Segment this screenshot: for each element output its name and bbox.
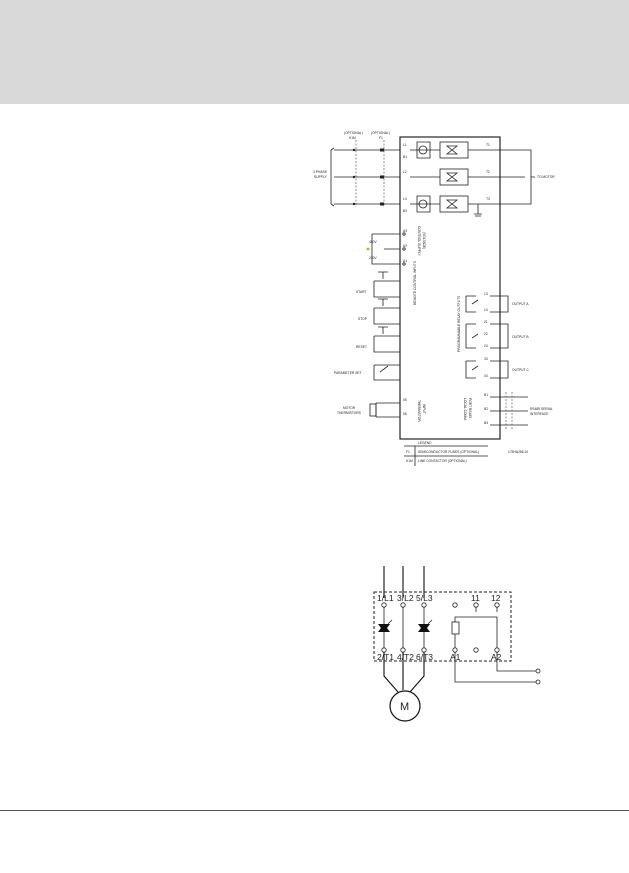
terminal-21: 21 <box>484 320 488 324</box>
terminal-l3: L3 <box>403 197 407 201</box>
terminal-22: 22 <box>484 332 488 336</box>
soft-starter-schematic <box>373 566 541 722</box>
terminal-comm-b1: B1 <box>484 393 488 397</box>
terminal-5-l3: 5/L3 <box>416 593 433 603</box>
remote-control-inputs-label: REMOTE CONTROL INPUTS <box>413 260 417 305</box>
supply-lines <box>334 148 400 206</box>
rs485-label-2: INTERFACE <box>530 412 549 416</box>
terminal-t1: T1 <box>486 143 490 147</box>
terminal-1-l1: 1/L1 <box>377 593 394 603</box>
terminal-comm-b2: B2 <box>484 407 488 411</box>
terminal-3-l2: 3/L2 <box>397 593 414 603</box>
terminal-a1: A1 <box>450 652 461 662</box>
terminal-12: 12 <box>491 593 501 603</box>
terminal-33: 33 <box>484 357 488 361</box>
footer-rule <box>0 810 629 811</box>
motor-thermistors-label-1: MOTOR <box>343 406 356 410</box>
rs485-label-1: RS485 SERIAL <box>530 407 553 411</box>
terminal-05: 05 <box>403 398 407 402</box>
legend-text-2: LINE CONTACTOR (OPTIONAL) <box>418 459 467 463</box>
terminal-a1: A1 <box>403 259 407 263</box>
optional-km-label: (OPTIONAL) <box>344 131 363 135</box>
reset-label: RESET <box>356 345 367 349</box>
thyristor-modules <box>410 141 525 217</box>
terminal-t2: T2 <box>486 170 490 174</box>
legend-code-2: K1M <box>406 459 413 463</box>
motor-thermistors-label-2: THERMISTORS <box>337 411 362 415</box>
terminal-4-t2: 4/T2 <box>397 652 414 662</box>
terminal-comm-b3: B3 <box>484 421 488 425</box>
terminal-l1: L1 <box>403 143 407 147</box>
legend-text-1: SEMICONDUCTOR FUSES (OPTIONAL) <box>418 450 479 454</box>
output-c-label: OUTPUT C <box>512 368 529 372</box>
starter-frame <box>399 136 501 440</box>
legend-code-1: F1 <box>406 450 410 454</box>
f1-label: F1 <box>379 136 383 140</box>
stop-label: STOP <box>358 317 368 321</box>
terminal-2-t1: 2/T1 <box>377 652 394 662</box>
control-supply <box>366 232 406 266</box>
terminal-6-t3: 6/T3 <box>416 652 433 662</box>
output-a-label: OUTPUT A <box>512 302 529 306</box>
terminal-34: 34 <box>484 374 488 378</box>
voltage-400: 400V <box>369 240 378 244</box>
terminal-b1: B1 <box>403 155 407 159</box>
legend <box>404 445 488 466</box>
supply-label-2: SUPPLY <box>314 175 328 179</box>
start-label: START <box>356 290 367 294</box>
drawing-code: 175HA286.10 <box>508 450 528 454</box>
legend-title: LEGEND <box>418 441 432 445</box>
control-supply-label: CONTROL SUPPLY <box>417 226 421 256</box>
terminal-14: 14 <box>484 308 488 312</box>
header-banner <box>0 0 629 104</box>
terminal-a2: A2 <box>491 652 502 662</box>
relay-outputs <box>465 295 509 379</box>
terminal-l2: L2 <box>403 170 407 174</box>
supply-label-1: 3 PHASE <box>313 170 328 174</box>
terminal-24: 24 <box>484 344 488 348</box>
terminal-b3: B3 <box>403 209 407 213</box>
output-b-label: OUTPUT B <box>512 335 529 339</box>
remote-control-inputs <box>373 271 400 381</box>
terminal-11: 11 <box>471 593 480 603</box>
control-supply-voltage-label: (VOLTAGE) <box>422 232 426 249</box>
motor-label: M <box>400 701 409 713</box>
voltage-230: 230V <box>369 256 378 260</box>
terminal-13: 13 <box>484 292 488 296</box>
km-label: K1M <box>349 136 356 140</box>
terminal-a3: A3 <box>403 229 407 233</box>
terminal-06: 06 <box>403 412 407 416</box>
relay-outputs-label: PROGRAMMABLE RELAY OUTPUTS <box>457 295 461 352</box>
comm-port-label-2: PORT RS485 <box>468 398 472 418</box>
thermistor-input-label: THERMISTOR <box>417 400 421 422</box>
rs485-interface <box>490 392 528 430</box>
terminal-a2: A2 <box>403 244 407 248</box>
comm-port-label: LOCAL COMM. <box>463 398 467 421</box>
parameter-set-label: PARAMETER SET <box>334 371 362 375</box>
to-motor-label: TO MOTOR <box>537 175 555 179</box>
optional-f1-label: (OPTIONAL) <box>371 131 390 135</box>
terminal-t3: T3 <box>486 197 490 201</box>
thermistor-circuit <box>369 402 400 418</box>
thermistor-input-label-2: INPUT <box>422 404 426 414</box>
